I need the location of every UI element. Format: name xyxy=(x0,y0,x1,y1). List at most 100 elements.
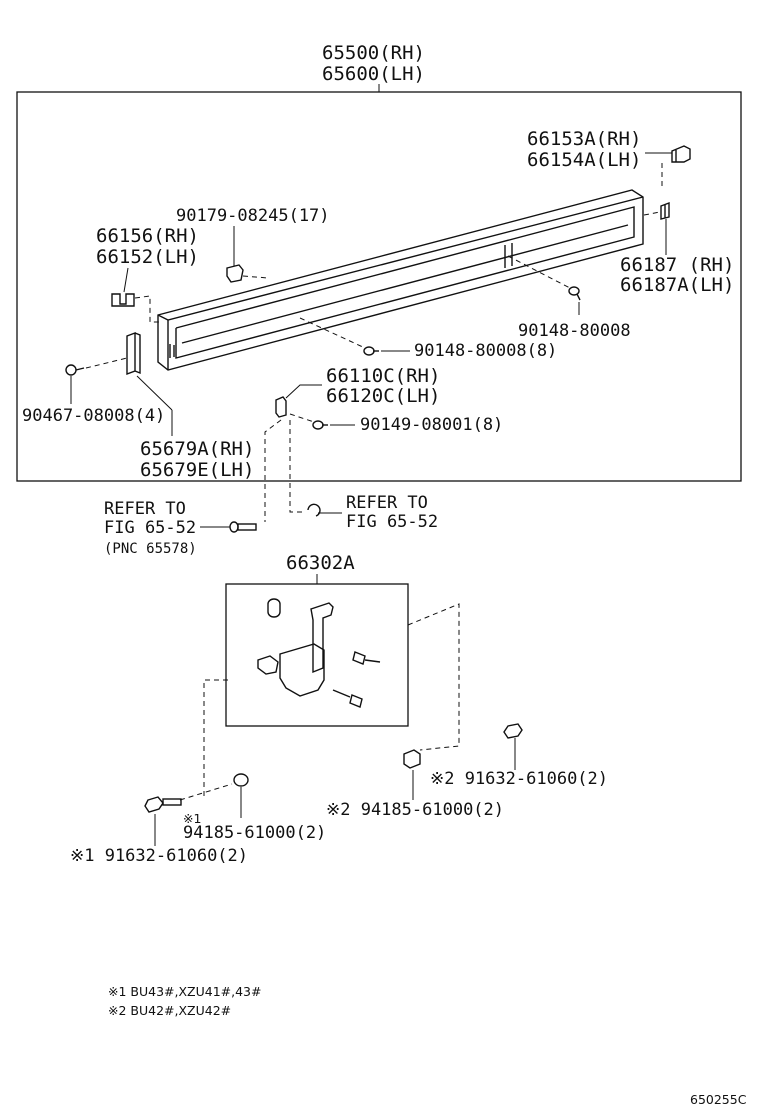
screw-90149 xyxy=(312,420,328,430)
dash-lock-right xyxy=(407,603,460,751)
lock-latch xyxy=(257,655,279,675)
label-66120c-lh: 66120C(LH) xyxy=(326,385,440,407)
assembly-frame xyxy=(16,91,742,482)
bracket-65679a xyxy=(126,331,141,376)
screw-90149-head xyxy=(312,420,324,430)
dash-lock-left xyxy=(203,679,228,796)
gate-panel-outline xyxy=(157,189,644,371)
clip-90179 xyxy=(226,264,244,283)
dash-refer-right xyxy=(289,420,306,513)
dash-90467 xyxy=(85,357,128,369)
label-66154a-lh: 66154A(LH) xyxy=(527,149,641,171)
leader-66110c xyxy=(285,384,322,399)
washer-94185-left xyxy=(233,773,249,787)
refer-left-pnc: (PNC 65578) xyxy=(104,541,197,557)
leader-65679a-diag xyxy=(136,375,173,411)
bolt-91632-left-head xyxy=(144,796,164,813)
gate-panel xyxy=(157,189,644,371)
bolt-91632-left xyxy=(144,796,182,813)
label-90149: 90149-08001(8) xyxy=(360,415,503,435)
lock-assembly xyxy=(257,598,381,708)
lock-bolt-lower-shank xyxy=(332,689,351,698)
bolt-refer-left-shank xyxy=(237,523,257,531)
label-mark1-small: ※1 xyxy=(183,811,201,826)
lock-lever xyxy=(310,602,334,674)
refer-right-line1: REFER TO xyxy=(346,493,428,513)
screw-90148-single xyxy=(568,286,581,301)
label-66152-lh: 66152(LH) xyxy=(96,246,199,268)
clip-90179-shape xyxy=(226,264,244,283)
bracket-65679a-shape xyxy=(126,331,141,376)
diagram-code: 650255C xyxy=(690,1092,747,1107)
gate-panel-window xyxy=(175,206,635,359)
label-66110c-rh: 66110C(RH) xyxy=(326,365,440,387)
footnote-1: ※1 BU43#,XZU41#,43# xyxy=(108,984,262,999)
clip-66153a-shape xyxy=(671,145,691,163)
washer-94185-right xyxy=(403,749,421,769)
lock-bolt-lower xyxy=(332,689,363,708)
dash-66187 xyxy=(643,211,661,216)
washer-94185-left-shape xyxy=(233,773,249,787)
lock-bolt-upper-head xyxy=(352,651,366,665)
screw-90148-multi xyxy=(363,346,379,356)
label-94185-right: ※2 94185-61000(2) xyxy=(326,800,504,820)
lock-bolt-lower-head xyxy=(349,694,363,708)
gate-panel-rail xyxy=(181,224,629,344)
label-66187a-lh: 66187A(LH) xyxy=(620,274,734,296)
clip-66156-shape xyxy=(111,293,135,307)
label-90467: 90467-08008(4) xyxy=(22,406,165,426)
label-66187-rh: 66187 (RH) xyxy=(620,254,734,276)
bracket-66110c-shape xyxy=(275,396,287,418)
screw-90148-single-head xyxy=(568,286,580,296)
bolt-91632-right xyxy=(503,723,523,739)
pin-90467-head xyxy=(65,364,77,376)
dash-90149 xyxy=(289,413,315,423)
bracket-66110c xyxy=(275,396,287,418)
refer-right-line2: FIG 65-52 xyxy=(346,512,438,532)
leader-66156 xyxy=(123,267,129,293)
clip-refer-right xyxy=(307,503,321,517)
clip-refer-right-shape xyxy=(307,503,321,517)
lock-nut xyxy=(267,598,281,618)
footnote-2: ※2 BU42#,XZU42# xyxy=(108,1003,231,1018)
lock-body xyxy=(279,643,325,697)
screw-90148-single-shank xyxy=(576,293,581,301)
clip-66156 xyxy=(111,293,135,307)
refer-left-line1: REFER TO xyxy=(104,499,186,519)
screw-90148-multi-head xyxy=(363,346,375,356)
dash-90148-multi xyxy=(299,317,366,349)
dash-90148-single xyxy=(507,255,571,289)
dash-90179 xyxy=(242,275,269,279)
label-65679e-lh: 65679E(LH) xyxy=(140,459,254,481)
label-90148-single: 90148-80008 xyxy=(518,321,631,341)
refer-left-line2: FIG 65-52 xyxy=(104,518,196,538)
label-66156-rh: 66156(RH) xyxy=(96,225,199,247)
label-91632-left: ※1 91632-61060(2) xyxy=(70,846,248,866)
dash-66156 xyxy=(134,295,160,323)
label-65679a-rh: 65679A(RH) xyxy=(140,438,254,460)
bolt-91632-left-shank xyxy=(162,798,182,806)
label-90179: 90179-08245(17) xyxy=(176,206,330,226)
lock-bolt-upper-shank xyxy=(364,659,381,663)
label-90148-multi: 90148-80008(8) xyxy=(414,341,557,361)
washer-94185-right-shape xyxy=(403,749,421,769)
clip-66187-shape xyxy=(660,201,670,220)
dash-washer-left xyxy=(179,783,233,801)
label-94185-left: 94185-61000(2) xyxy=(183,823,326,843)
bolt-91632-right-head xyxy=(503,723,523,739)
label-66302a: 66302A xyxy=(286,552,355,574)
label-66153a-rh: 66153A(RH) xyxy=(527,128,641,150)
clip-66153a xyxy=(671,145,691,163)
pin-90467-shank xyxy=(75,367,85,371)
assembly-rh-label: 65500(RH) xyxy=(322,42,425,64)
bolt-refer-left xyxy=(229,521,257,533)
assembly-lh-label: 65600(LH) xyxy=(322,63,425,85)
gate-panel-end-detail xyxy=(169,344,175,358)
lock-assembly-box xyxy=(225,583,409,727)
bolt-refer-left-head xyxy=(229,521,239,533)
dash-refer-left xyxy=(264,419,282,522)
label-91632-right: ※2 91632-61060(2) xyxy=(430,769,608,789)
clip-66187 xyxy=(660,201,670,220)
lock-bolt-upper xyxy=(352,651,381,665)
